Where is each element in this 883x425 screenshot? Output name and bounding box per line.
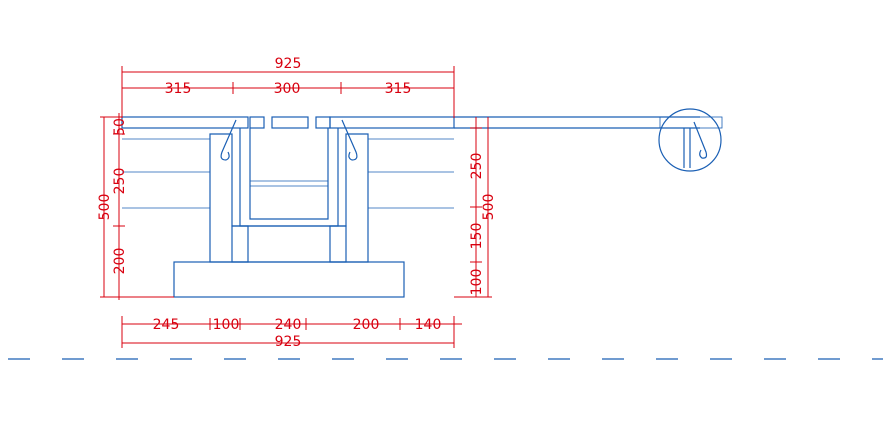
dim-right-overall: 500 [481, 194, 497, 221]
dim-right-seg-2: 150 [469, 223, 485, 250]
right-dimensions: 250 150 100 500 [454, 117, 497, 298]
concrete-base-under-channel [231, 225, 347, 263]
dim-bottom-seg-1: 245 [153, 317, 180, 333]
dim-left-seg-1: 50 [112, 118, 128, 136]
dim-left-overall: 500 [97, 194, 113, 221]
dim-bottom-seg-2: 100 [213, 317, 240, 333]
dim-right-seg-1: 250 [469, 153, 485, 180]
cover-slab-right [329, 116, 455, 129]
dim-bottom-overall: 925 [275, 334, 302, 350]
dim-top-center: 300 [274, 81, 301, 97]
bottom-dimensions: 245 100 240 200 140 925 [121, 316, 462, 350]
cover-slab-mid-1 [249, 116, 265, 129]
channel-outer [239, 128, 339, 227]
dim-top-overall: 925 [275, 56, 302, 72]
hook-bar-icon [341, 119, 358, 161]
dim-bottom-seg-5: 140 [415, 317, 442, 333]
dim-right-seg-3: 100 [469, 269, 485, 296]
top-dimensions: 925 315 300 315 [121, 56, 455, 118]
cover-slab-mid-2 [271, 116, 309, 129]
dim-left-seg-2: 250 [112, 168, 128, 195]
dim-top-left: 315 [165, 81, 192, 97]
dim-top-right: 315 [385, 81, 412, 97]
detail-circle-icon [658, 108, 723, 172]
left-dimensions: 500 50 250 200 [97, 113, 174, 300]
dim-bottom-seg-4: 200 [353, 317, 380, 333]
cover-slab-mid-3 [315, 116, 331, 129]
cover-slab-left [121, 116, 249, 129]
dim-left-seg-3: 200 [112, 248, 128, 275]
footing [173, 261, 405, 298]
channel-inner [249, 128, 329, 220]
dim-bottom-seg-3: 240 [275, 317, 302, 333]
hook-bar-icon [220, 119, 237, 161]
structure [121, 108, 723, 298]
